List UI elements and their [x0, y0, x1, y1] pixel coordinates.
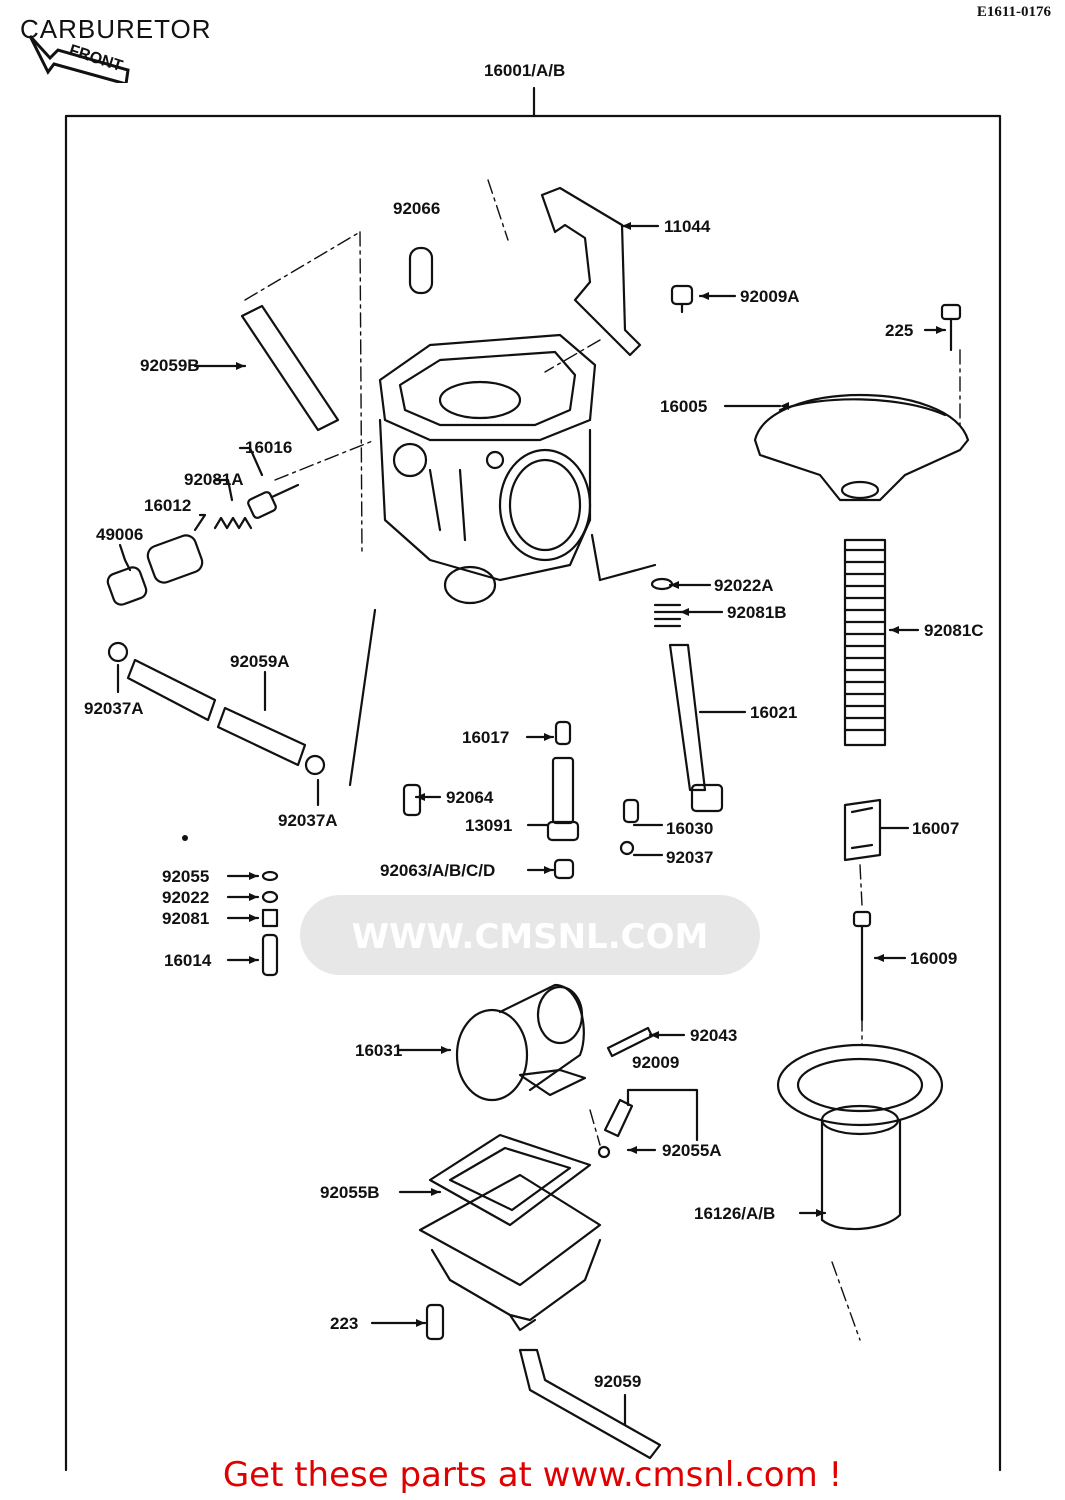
part-label-92081C: 92081C: [924, 621, 984, 640]
diagram-reference-code: E1611-0176: [976, 4, 1051, 20]
part-92055A-shape: [597, 1145, 611, 1159]
part-label-11044: 11044: [664, 217, 711, 236]
part-16005-shape: [753, 393, 970, 502]
part-16017-shape: [554, 720, 572, 746]
part-11044-shape: [540, 186, 642, 357]
part-label-92055A: 92055A: [662, 1141, 722, 1160]
part-label-16014: 16014: [164, 951, 212, 970]
part-92055-shape: [261, 870, 279, 882]
part-16126-shape: [776, 1043, 944, 1231]
part-label-92055: 92055: [162, 867, 210, 886]
part-16009-shape: [852, 910, 872, 1022]
part-16021-shape: [668, 643, 724, 813]
float-bowl-shape: [418, 1173, 602, 1332]
part-label-92037A-center: 92037A: [278, 811, 338, 830]
part-label-92022A: 92022A: [714, 576, 774, 595]
part-223-shape: [425, 1303, 445, 1341]
part-label-16007: 16007: [912, 819, 960, 838]
part-92037-shape: [619, 840, 635, 856]
part-92059B-shape: [240, 304, 340, 432]
part-label-225: 225: [885, 321, 914, 340]
part-16014-shape: [261, 933, 279, 977]
part-label-16009: 16009: [910, 949, 958, 968]
part-label-92037: 92037: [666, 848, 714, 867]
part-label-16016: 16016: [245, 438, 293, 457]
part-label-92009A: 92009A: [740, 287, 800, 306]
part-16012-shape: [146, 534, 204, 584]
part-92063-shape: [553, 858, 575, 880]
part-label-16017: 16017: [462, 728, 510, 747]
part-label-92081A: 92081A: [184, 470, 244, 489]
front-direction-badge: FRONT: [28, 28, 138, 86]
part-92059-shape: [518, 1348, 662, 1460]
part-16030-shape: [622, 798, 640, 824]
part-16007-shape: [843, 798, 882, 862]
carburetor-body: [378, 333, 597, 605]
part-label-92066: 92066: [393, 199, 441, 218]
part-16016-shape: [247, 483, 300, 519]
watermark-text: WWW.CMSNL.COM: [351, 917, 709, 957]
footer-parts-link[interactable]: Get these parts at www.cmsnl.com !: [222, 1455, 843, 1495]
part-92043-shape: [606, 1026, 654, 1058]
part-label-16030: 16030: [666, 819, 714, 838]
part-label-16005: 16005: [660, 397, 708, 416]
part-label-16001: 16001/A/B: [484, 61, 566, 80]
part-label-92055B: 92055B: [320, 1183, 380, 1202]
front-arrow-icon: [28, 34, 130, 86]
watermark-banner: WWW.CMSNL.COM: [300, 895, 760, 975]
page-title: CARBURETOR: [20, 14, 212, 44]
part-label-16012: 16012: [144, 496, 192, 515]
part-92055B-shape: [428, 1133, 592, 1227]
part-label-92059B: 92059B: [140, 356, 200, 375]
part-label-92022: 92022: [162, 888, 210, 907]
assembly-frame: [64, 114, 1002, 1472]
part-label-92081: 92081: [162, 909, 210, 928]
part-92022A-shape: [650, 577, 674, 591]
part-92009-shape: [603, 1098, 634, 1138]
part-label-92059A: 92059A: [230, 652, 290, 671]
part-225-shape: [940, 303, 962, 352]
part-label-92009: 92009: [632, 1053, 680, 1072]
part-92064-shape: [402, 783, 422, 817]
part-92022-shape: [261, 890, 279, 904]
part-92081C-shape: [843, 538, 887, 747]
part-92081B-shape: [653, 603, 682, 628]
part-label-92037A-left: 92037A: [84, 699, 144, 718]
part-49006-shape: [106, 566, 148, 606]
part-92081-shape: [261, 908, 279, 928]
part-label-92063: 92063/A/B/C/D: [380, 861, 496, 880]
part-92066-shape: [408, 246, 434, 295]
part-label-16126: 16126/A/B: [694, 1204, 776, 1223]
part-92009A-shape: [670, 284, 694, 314]
part-13091-shape: [546, 756, 580, 842]
part-92081A-shape: [213, 516, 253, 530]
part-label-223: 223: [330, 1314, 359, 1333]
part-label-92059: 92059: [594, 1372, 642, 1391]
part-label-16021: 16021: [750, 703, 798, 722]
part-label-92064: 92064: [446, 788, 494, 807]
part-label-92043: 92043: [690, 1026, 738, 1045]
part-label-13091: 13091: [465, 816, 513, 835]
part-label-92081B: 92081B: [727, 603, 787, 622]
part-92059A-shape: [126, 658, 307, 767]
part-label-49006: 49006: [96, 525, 144, 544]
part-16031-shape: [455, 983, 587, 1102]
part-label-16031: 16031: [355, 1041, 403, 1060]
